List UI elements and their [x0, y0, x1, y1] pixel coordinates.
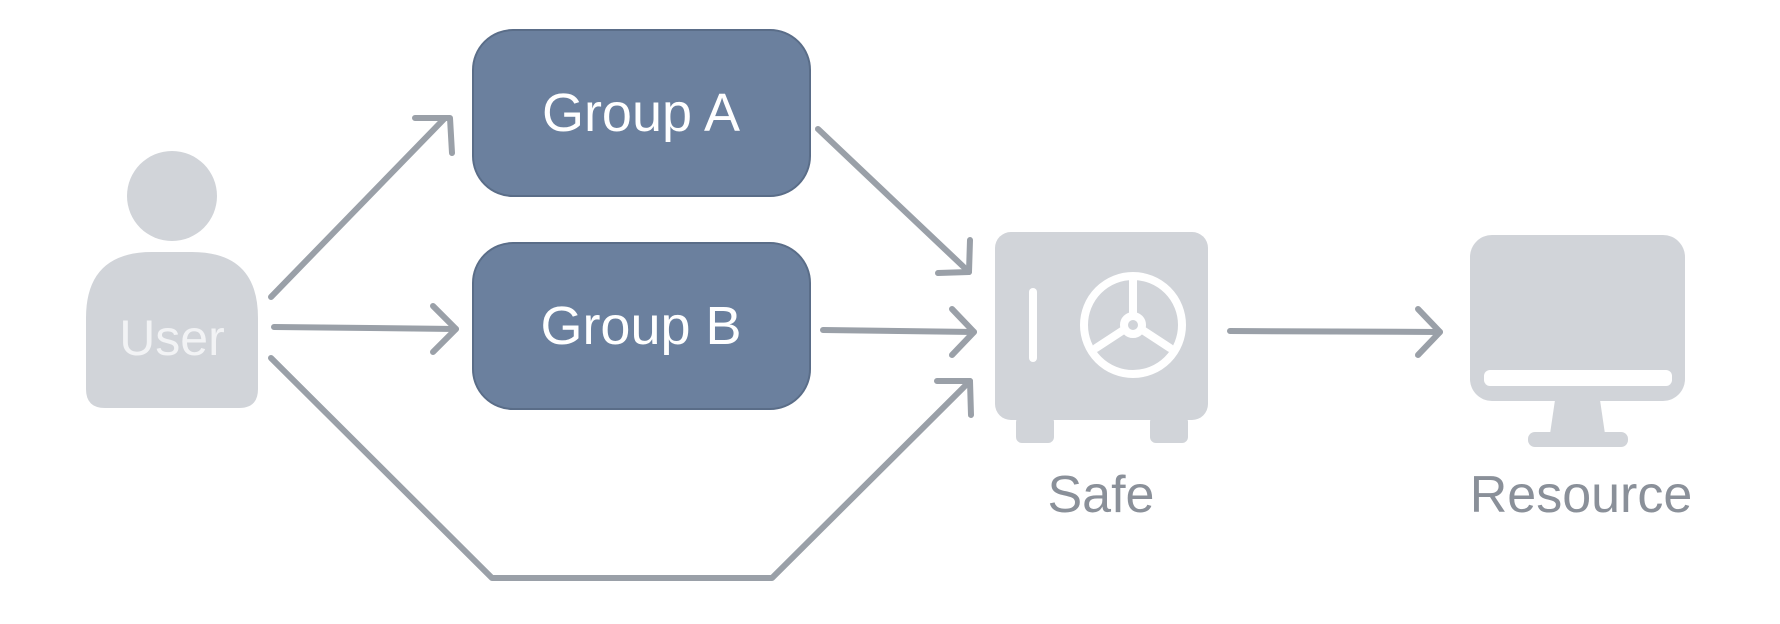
safe-node: Safe: [995, 232, 1208, 524]
edge-group-a-to-safe: [815, 126, 973, 276]
resource-label: Resource: [1470, 466, 1693, 524]
edge-user-to-group-b: [271, 303, 459, 355]
group-b-label: Group B: [540, 296, 741, 356]
edges: [268, 115, 1443, 581]
resource-node: Resource: [1470, 235, 1693, 524]
group-b-node: Group B: [472, 242, 811, 410]
group-b-box: [472, 242, 811, 410]
group-a-node: Group A: [472, 29, 811, 197]
group-a-box: [472, 29, 811, 197]
edge-safe-to-resource: [1227, 306, 1443, 358]
safe-icon: [995, 232, 1208, 443]
user-label: User: [119, 310, 225, 366]
person-icon: [86, 151, 258, 408]
edge-user-to-safe: [268, 355, 974, 581]
group-a-label: Group A: [542, 83, 740, 143]
user-node: User: [86, 151, 258, 408]
safe-label: Safe: [1048, 466, 1155, 524]
edge-group-b-to-safe: [820, 306, 977, 358]
monitor-icon: [1470, 235, 1685, 447]
edge-user-to-group-a: [268, 115, 455, 300]
